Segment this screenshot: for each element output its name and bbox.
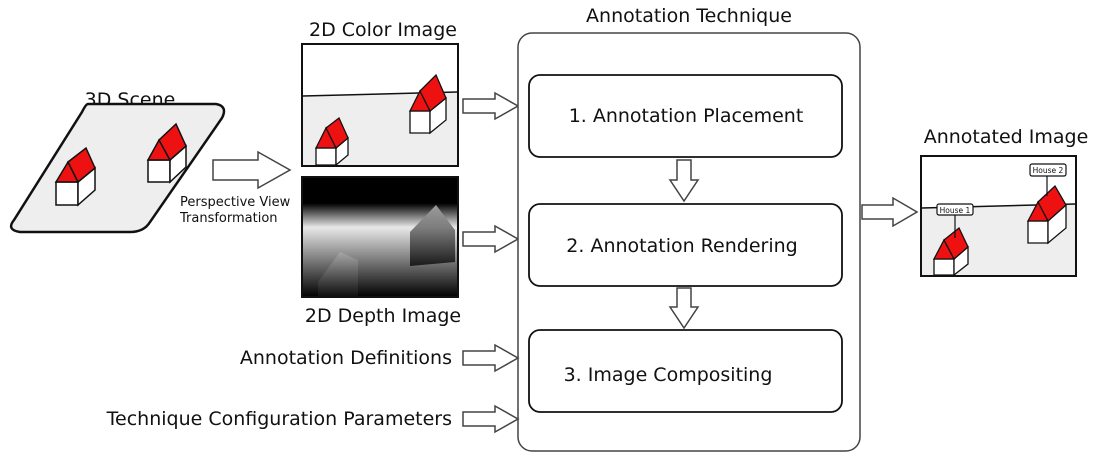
technique-title: Annotation Technique	[586, 5, 792, 27]
step-compositing-label: 3. Image Compositing	[564, 364, 773, 386]
color-image-label: 2D Color Image	[309, 19, 457, 41]
color-to-technique-arrow	[462, 91, 520, 121]
house-icon	[146, 122, 187, 184]
annotation-tag-house-1-text: House 1	[940, 206, 971, 215]
parameters-arrow	[462, 404, 520, 434]
step-arrow	[668, 287, 700, 330]
house-icon	[54, 146, 96, 207]
step-placement-box	[528, 74, 843, 158]
annotated-image-label: Annotated Image	[924, 126, 1089, 148]
step-placement-label: 1. Annotation Placement	[569, 105, 804, 127]
annotation-tag-house-2-text: House 2	[1033, 166, 1064, 175]
annotation-definitions-label: Annotation Definitions	[240, 347, 452, 369]
transform-label-line2: Transformation	[179, 211, 278, 226]
step-rendering-label: 2. Annotation Rendering	[566, 235, 797, 257]
annotation-tag-house-1	[936, 203, 974, 216]
step-compositing-box	[528, 329, 843, 413]
depth-image-label: 2D Depth Image	[305, 305, 461, 327]
configuration-parameters-label: Technique Configuration Parameters	[106, 408, 452, 430]
depth-to-technique-arrow	[462, 224, 520, 254]
color-image	[301, 43, 459, 167]
definitions-arrow	[462, 343, 520, 373]
step-rendering-box	[528, 203, 843, 287]
transform-label-line1: Perspective View	[180, 195, 291, 210]
depth-image	[301, 176, 459, 298]
perspective-arrow	[212, 150, 292, 190]
step-arrow	[668, 159, 700, 203]
annotation-tag-house-2	[1029, 163, 1067, 177]
output-arrow	[861, 196, 919, 228]
